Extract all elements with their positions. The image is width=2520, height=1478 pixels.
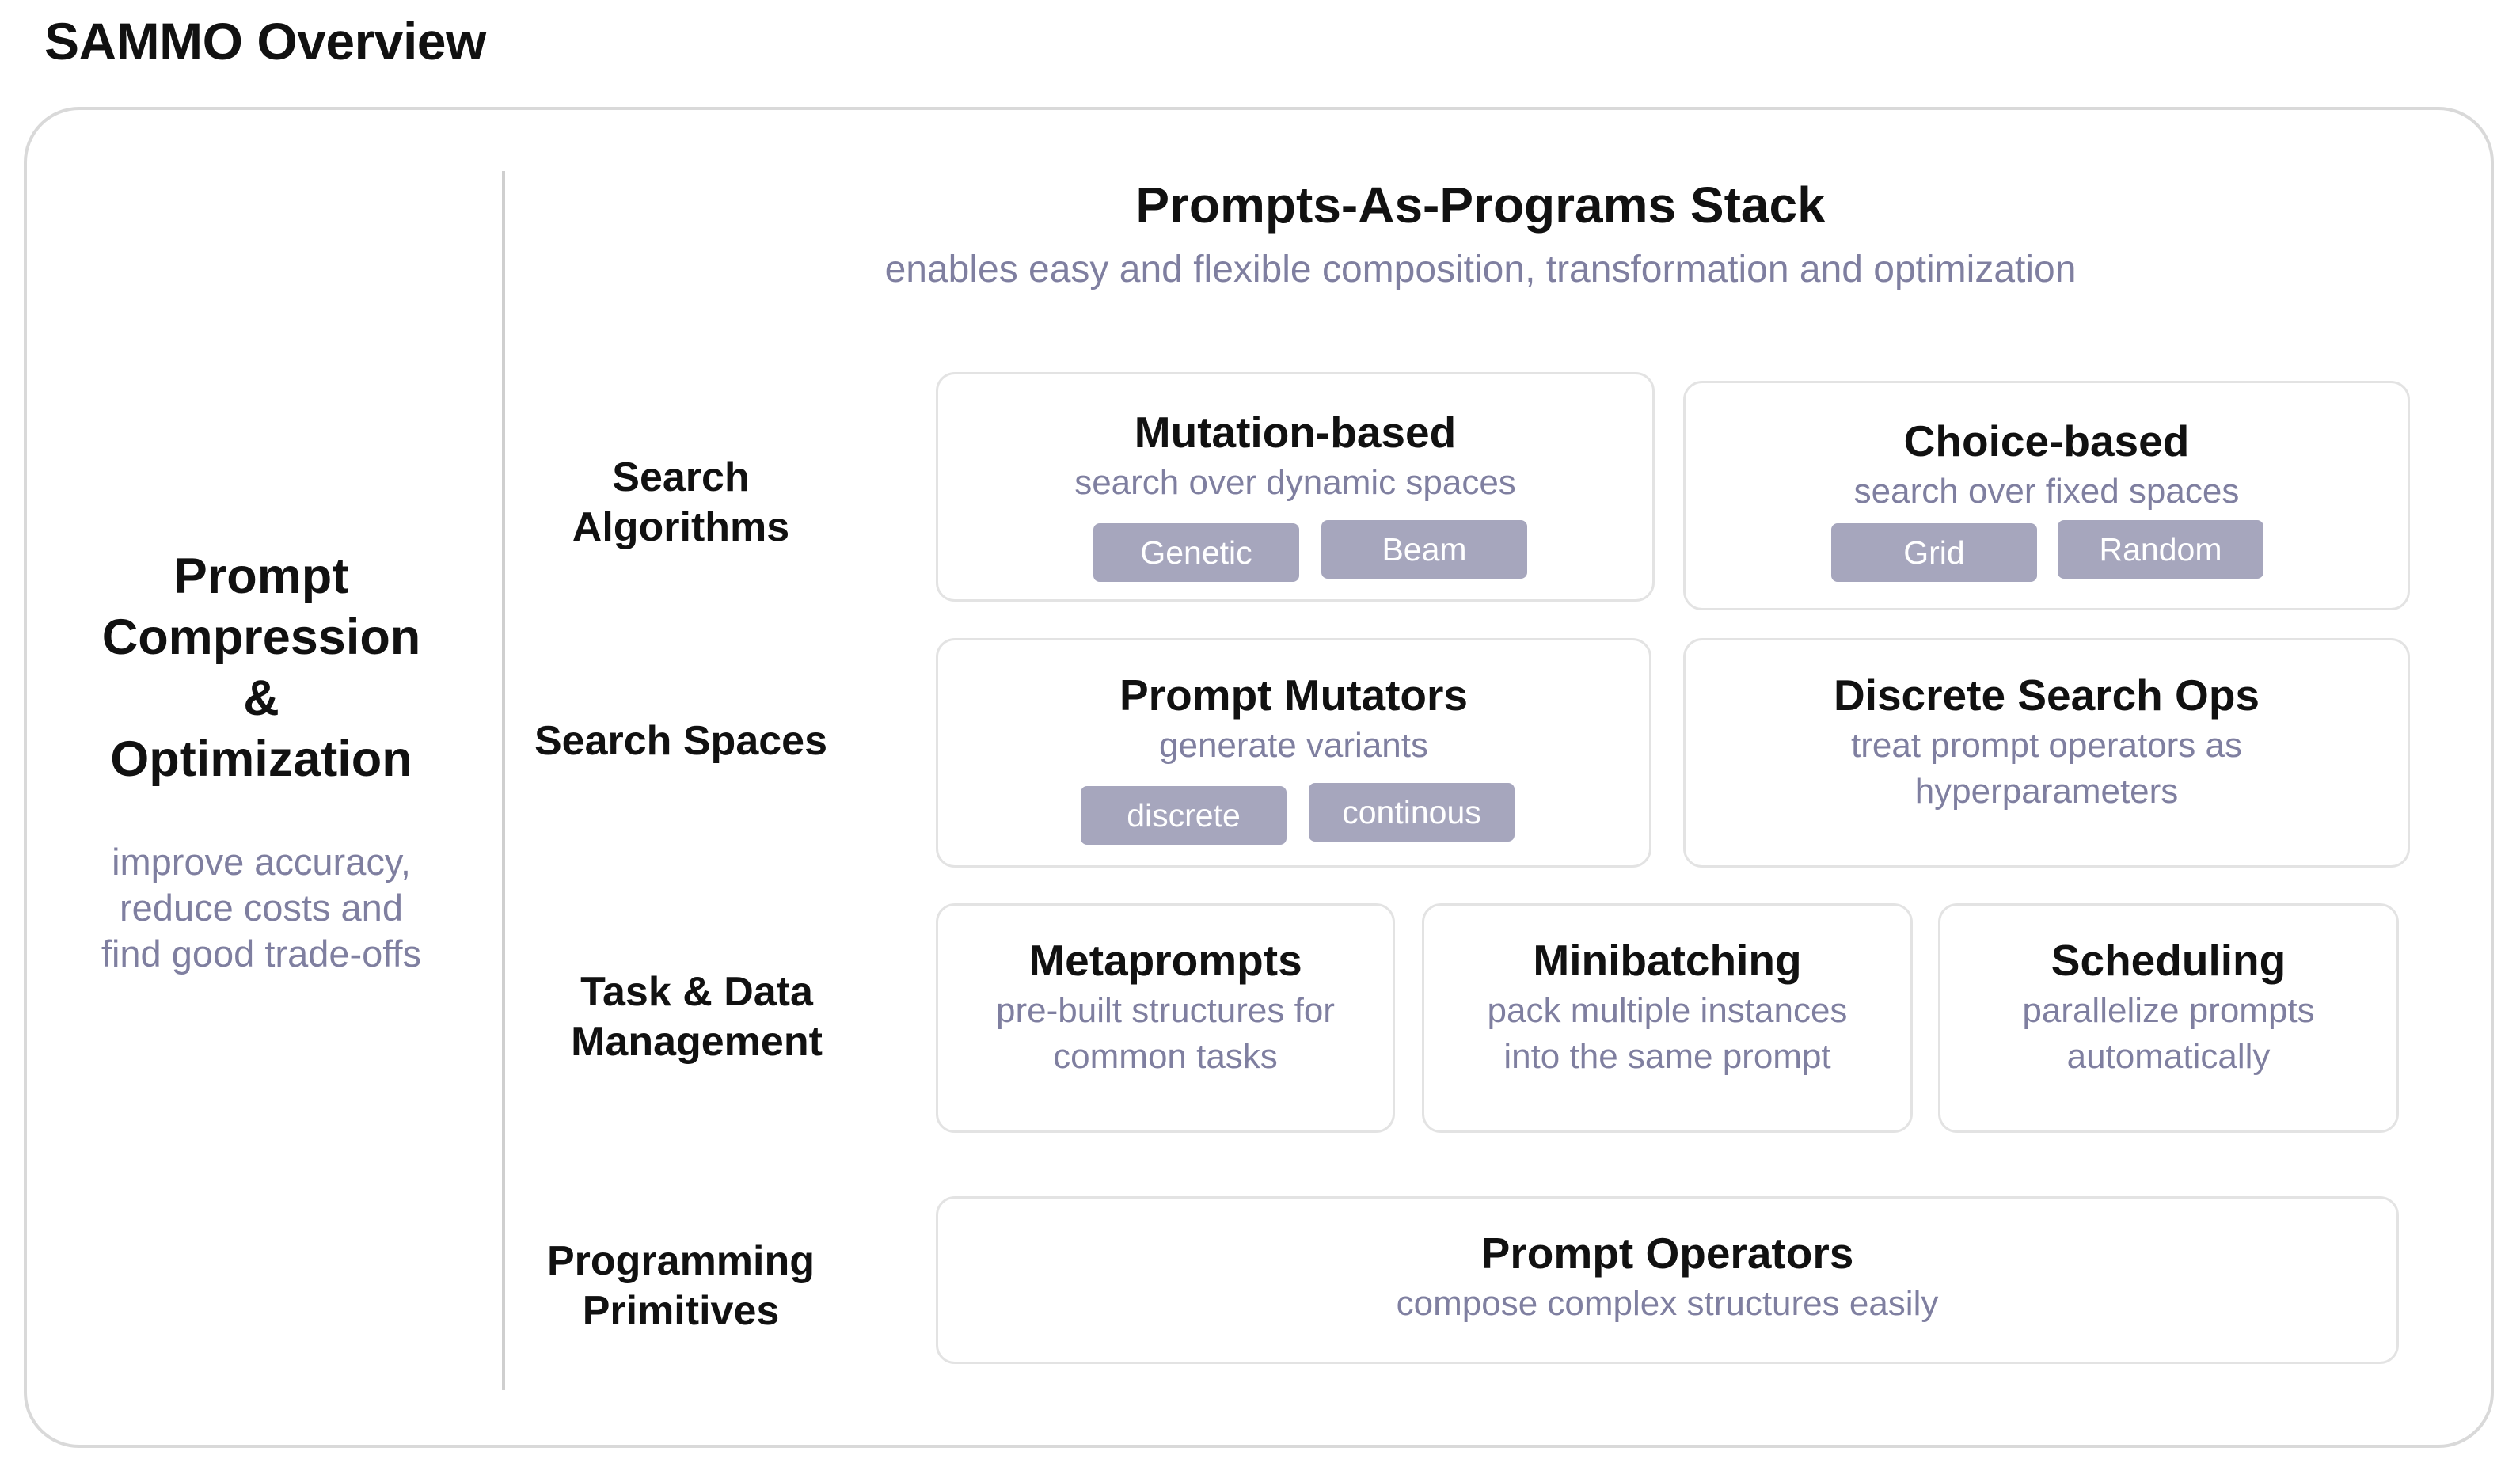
card-subtitle-line: automatically: [2066, 1037, 2271, 1076]
card-mutation-based: Mutation-based search over dynamic space…: [936, 372, 1655, 602]
card-subtitle: generate variants: [1159, 726, 1428, 765]
vertical-divider: [502, 171, 505, 1390]
left-title-line: &: [243, 671, 279, 726]
row-label-line: Programming: [546, 1238, 815, 1284]
card-title: Scheduling: [2051, 936, 2286, 985]
card-title: Mutation-based: [1134, 408, 1457, 457]
card-subtitle-line: pack multiple instances: [1487, 991, 1848, 1030]
left-panel-subtitle: improve accuracy, reduce costs and find …: [48, 839, 475, 977]
card-subtitle-line: parallelize prompts: [2022, 991, 2315, 1030]
stack-title: Prompts-As-Programs Stack: [1135, 177, 1826, 234]
left-title-line: Prompt: [173, 549, 349, 604]
card-subtitle-line: into the same prompt: [1503, 1037, 1831, 1076]
card-minibatching: Minibatching pack multiple instances int…: [1422, 903, 1913, 1133]
left-sub-line: reduce costs and: [120, 887, 403, 929]
row-label-task-data-management: Task & Data Management: [538, 967, 855, 1067]
card-scheduling: Scheduling parallelize prompts automatic…: [1938, 903, 2399, 1133]
left-panel-title: Prompt Compression & Optimization: [48, 546, 475, 790]
card-prompt-operators: Prompt Operators compose complex structu…: [936, 1196, 2399, 1364]
card-subtitle-line: common tasks: [1053, 1037, 1278, 1076]
card-subtitle: parallelize prompts automatically: [1940, 988, 2396, 1080]
card-title: Discrete Search Ops: [1833, 671, 2260, 720]
card-title: Metaprompts: [1028, 936, 1302, 985]
stack-subtitle: enables easy and flexible composition, t…: [884, 249, 2077, 291]
card-metaprompts: Metaprompts pre-built structures for com…: [936, 903, 1395, 1133]
row-label-line: Task & Data: [580, 969, 813, 1015]
card-title: Prompt Mutators: [1119, 671, 1468, 720]
row-label-line: Search Spaces: [534, 718, 828, 764]
chip-continous: continous: [1309, 783, 1515, 842]
chip-random: Random: [2058, 520, 2263, 579]
row-label-search-spaces: Search Spaces: [523, 716, 839, 766]
left-sub-line: find good trade-offs: [101, 933, 422, 975]
row-label-programming-primitives: Programming Primitives: [538, 1237, 823, 1336]
left-title-line: Compression: [101, 610, 421, 665]
row-label-line: Management: [571, 1019, 823, 1065]
page-title: SAMMO Overview: [44, 12, 486, 70]
row-label-line: Algorithms: [572, 504, 790, 550]
card-subtitle: pre-built structures for common tasks: [938, 988, 1393, 1080]
card-subtitle: search over dynamic spaces: [1074, 463, 1516, 502]
card-title: Choice-based: [1903, 416, 2190, 465]
card-subtitle: compose complex structures easily: [1396, 1284, 1939, 1323]
row-label-search-algorithms: Search Algorithms: [538, 453, 823, 553]
card-subtitle: pack multiple instances into the same pr…: [1424, 988, 1910, 1080]
left-sub-line: improve accuracy,: [112, 841, 411, 883]
chip-beam: Beam: [1321, 520, 1527, 579]
card-prompt-mutators: Prompt Mutators generate variants discre…: [936, 638, 1651, 868]
row-label-line: Primitives: [582, 1288, 780, 1334]
card-discrete-search-ops: Discrete Search Ops treat prompt operato…: [1683, 638, 2410, 868]
chip-grid: Grid: [1831, 523, 2037, 582]
card-title: Prompt Operators: [1480, 1229, 1854, 1278]
card-subtitle-line: pre-built structures for: [996, 991, 1335, 1030]
card-subtitle-line: treat prompt operators as: [1850, 726, 2242, 765]
card-subtitle: treat prompt operators as hyperparameter…: [1686, 723, 2408, 815]
card-title: Minibatching: [1533, 936, 1802, 985]
card-subtitle-line: hyperparameters: [1914, 772, 2179, 811]
chip-genetic: Genetic: [1093, 523, 1299, 582]
overview-frame: [24, 107, 2494, 1448]
card-choice-based: Choice-based search over fixed spaces Gr…: [1683, 381, 2410, 610]
row-label-line: Search: [612, 454, 750, 500]
chip-discrete: discrete: [1081, 786, 1287, 845]
card-subtitle: search over fixed spaces: [1853, 472, 2240, 511]
left-title-line: Optimization: [110, 731, 412, 787]
